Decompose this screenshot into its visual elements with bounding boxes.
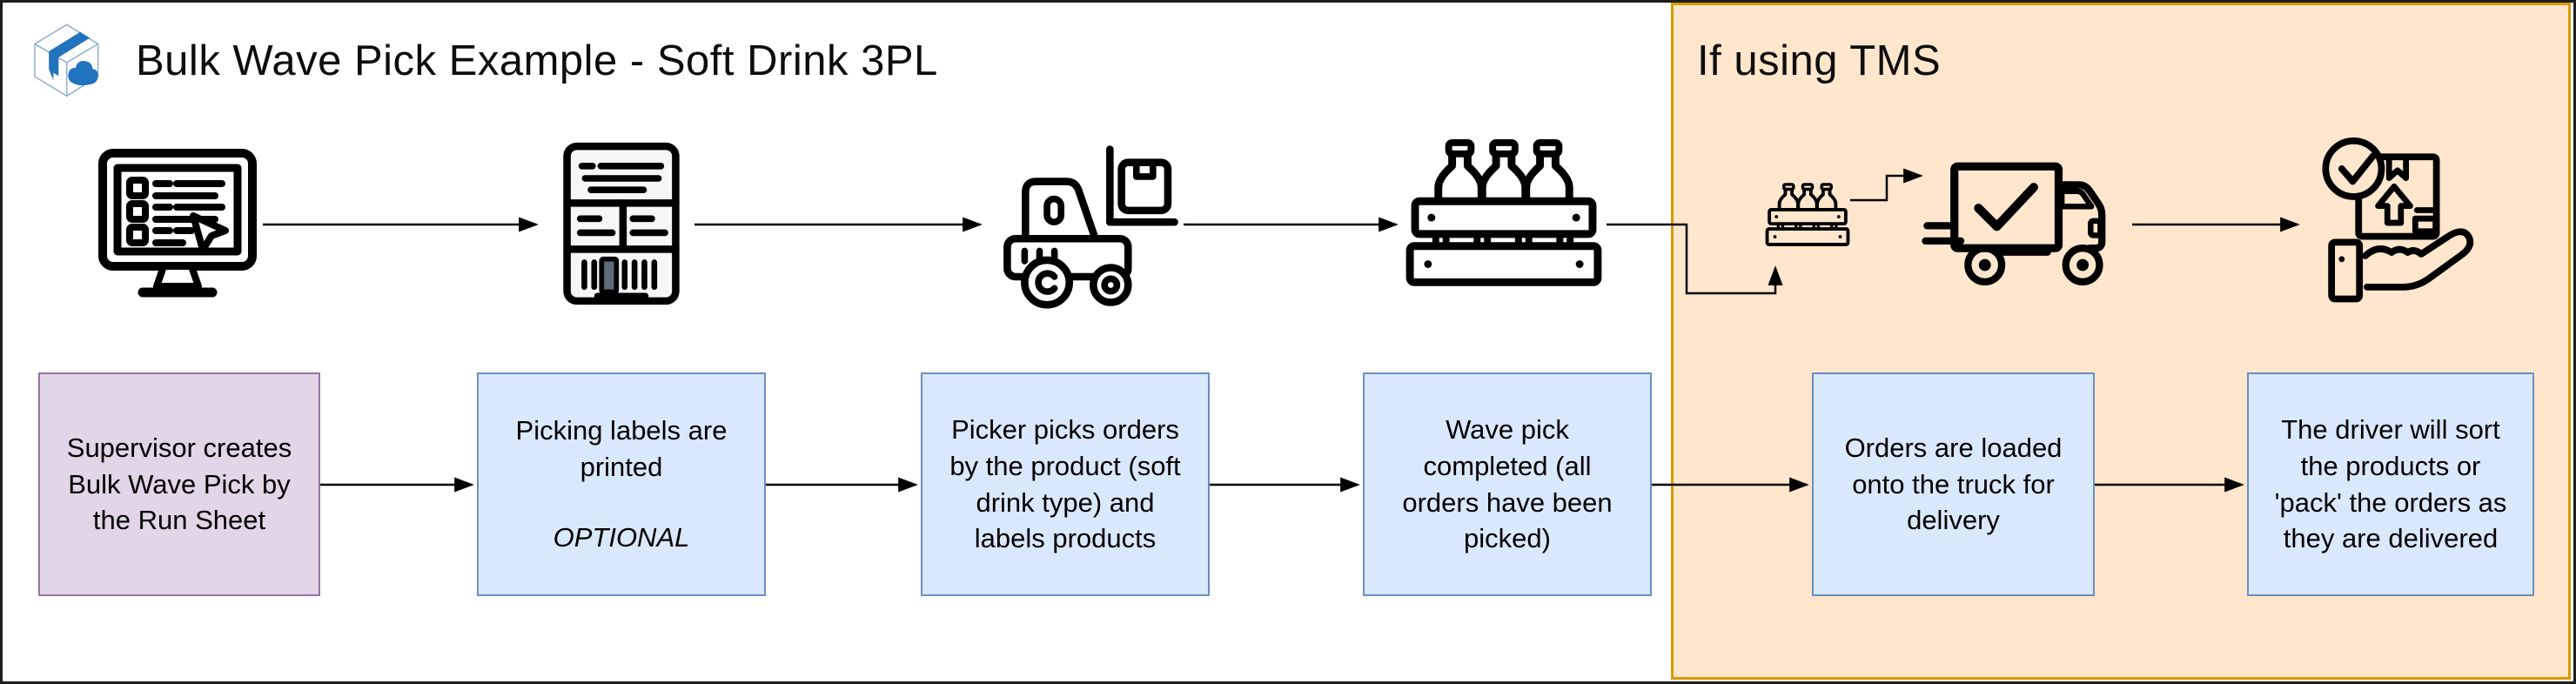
computer-run-sheet-icon (91, 141, 265, 312)
forklift-svg (1003, 145, 1178, 309)
arrow-small-crate-to-truck (1850, 168, 1923, 202)
hand-delivery-box-icon (2306, 134, 2484, 315)
step-box-text: Orders are loaded onto the truck for del… (1844, 433, 2063, 536)
delivery-truck-check-icon (1920, 158, 2136, 291)
forklift-box-icon (997, 141, 1184, 310)
step-box-wave-completed: Wave pick completed (all orders have bee… (1363, 372, 1652, 596)
page-title: Bulk Wave Pick Example - Soft Drink 3PL (136, 37, 938, 84)
arrow-crate-to-small-crate (1607, 223, 1783, 295)
step-box-labels-printed: Picking labels are printed OPTIONAL (477, 372, 766, 596)
step-box-picker-picks: Picker picks orders by the product (soft… (921, 372, 1210, 596)
step-box-text: The driver will sort the products or 'pa… (2274, 414, 2507, 554)
carton-cloud-box-logo-icon (24, 16, 106, 99)
optional-note: OPTIONAL (553, 522, 690, 553)
bottle-crate-svg (1405, 138, 1602, 286)
delivery-truck-svg (1922, 162, 2106, 286)
logo-svg (34, 23, 99, 97)
step-box-text: Wave pick completed (all orders have bee… (1402, 414, 1613, 554)
step-box-supervisor-creates: Supervisor creates Bulk Wave Pick by the… (38, 372, 320, 596)
step-box-text: Picker picks orders by the product (soft… (949, 414, 1181, 554)
small-bottle-crate-icon (1765, 182, 1850, 257)
computer-run-sheet-svg (98, 149, 257, 298)
step-box-orders-loaded: Orders are loaded onto the truck for del… (1812, 372, 2095, 596)
picking-label-barcode-icon (560, 139, 682, 308)
tms-region-label: If using TMS (1697, 37, 1942, 84)
picking-label-svg (563, 142, 680, 305)
bottle-crate-icon (1403, 137, 1605, 310)
small-bottle-crate-svg (1765, 183, 1850, 246)
hand-delivery-svg (2322, 137, 2474, 303)
step-box-driver-sorts: The driver will sort the products or 'pa… (2247, 372, 2534, 596)
step-box-text: Picking labels are printed (515, 415, 728, 482)
step-box-text: Supervisor creates Bulk Wave Pick by the… (66, 433, 292, 536)
